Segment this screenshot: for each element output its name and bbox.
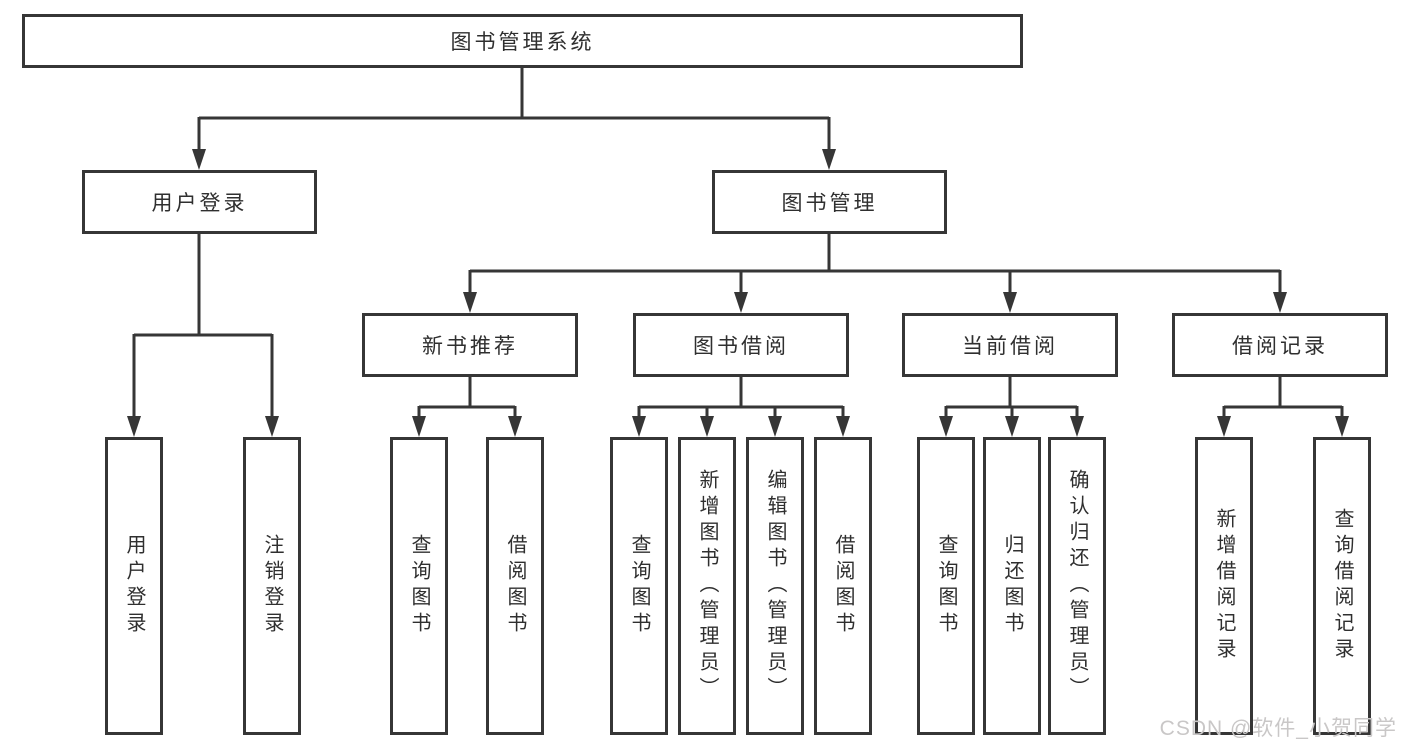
- node-borrowing-records-label: 借阅记录: [1232, 335, 1328, 358]
- leaf-recommend-query-books-label: 查询图书: [408, 534, 430, 638]
- leaf-user-login-label: 用户登录: [123, 534, 145, 638]
- leaf-edit-books-admin-label: 编辑图书（管理员）: [764, 469, 786, 703]
- leaf-borrowing-borrow-books-label: 借阅图书: [832, 534, 854, 638]
- leaf-recommend-borrow-books-label: 借阅图书: [504, 534, 526, 638]
- node-book-borrowing: 图书借阅: [633, 313, 849, 377]
- node-new-book-recommend: 新书推荐: [362, 313, 578, 377]
- node-borrowing-records: 借阅记录: [1172, 313, 1388, 377]
- csdn-watermark: CSDN @软件_小贺同学: [1159, 717, 1397, 740]
- leaf-current-query-books-label: 查询图书: [935, 534, 957, 638]
- leaf-add-borrow-record: 新增借阅记录: [1195, 437, 1253, 735]
- arrowhead-icons: [127, 149, 1349, 437]
- node-root-system-label: 图书管理系统: [450, 31, 595, 54]
- leaf-borrowing-query-books-label: 查询图书: [628, 534, 650, 638]
- leaf-query-borrow-record: 查询借阅记录: [1313, 437, 1371, 735]
- leaf-user-login: 用户登录: [105, 437, 163, 735]
- leaf-edit-books-admin: 编辑图书（管理员）: [746, 437, 804, 735]
- node-current-borrowing-label: 当前借阅: [962, 335, 1058, 358]
- node-user-login-label: 用户登录: [151, 192, 248, 215]
- node-current-borrowing: 当前借阅: [902, 313, 1118, 377]
- node-book-management-label: 图书管理: [781, 192, 878, 215]
- leaf-borrowing-borrow-books: 借阅图书: [814, 437, 872, 735]
- leaf-return-books: 归还图书: [983, 437, 1041, 735]
- leaf-add-borrow-record-label: 新增借阅记录: [1213, 508, 1235, 664]
- node-book-management: 图书管理: [712, 170, 947, 234]
- node-user-login: 用户登录: [82, 170, 317, 234]
- leaf-query-borrow-record-label: 查询借阅记录: [1331, 508, 1353, 664]
- leaf-add-books-admin: 新增图书（管理员）: [678, 437, 736, 735]
- node-book-borrowing-label: 图书借阅: [693, 335, 789, 358]
- node-root-system: 图书管理系统: [22, 14, 1023, 68]
- leaf-add-books-admin-label: 新增图书（管理员）: [696, 469, 718, 703]
- leaf-confirm-return-admin: 确认归还（管理员）: [1048, 437, 1106, 735]
- leaf-return-books-label: 归还图书: [1001, 534, 1023, 638]
- leaf-recommend-borrow-books: 借阅图书: [486, 437, 544, 735]
- leaf-logout-label: 注销登录: [261, 534, 283, 638]
- node-new-book-recommend-label: 新书推荐: [422, 335, 518, 358]
- leaf-confirm-return-admin-label: 确认归还（管理员）: [1066, 469, 1088, 703]
- leaf-recommend-query-books: 查询图书: [390, 437, 448, 735]
- leaf-current-query-books: 查询图书: [917, 437, 975, 735]
- leaf-logout: 注销登录: [243, 437, 301, 735]
- leaf-borrowing-query-books: 查询图书: [610, 437, 668, 735]
